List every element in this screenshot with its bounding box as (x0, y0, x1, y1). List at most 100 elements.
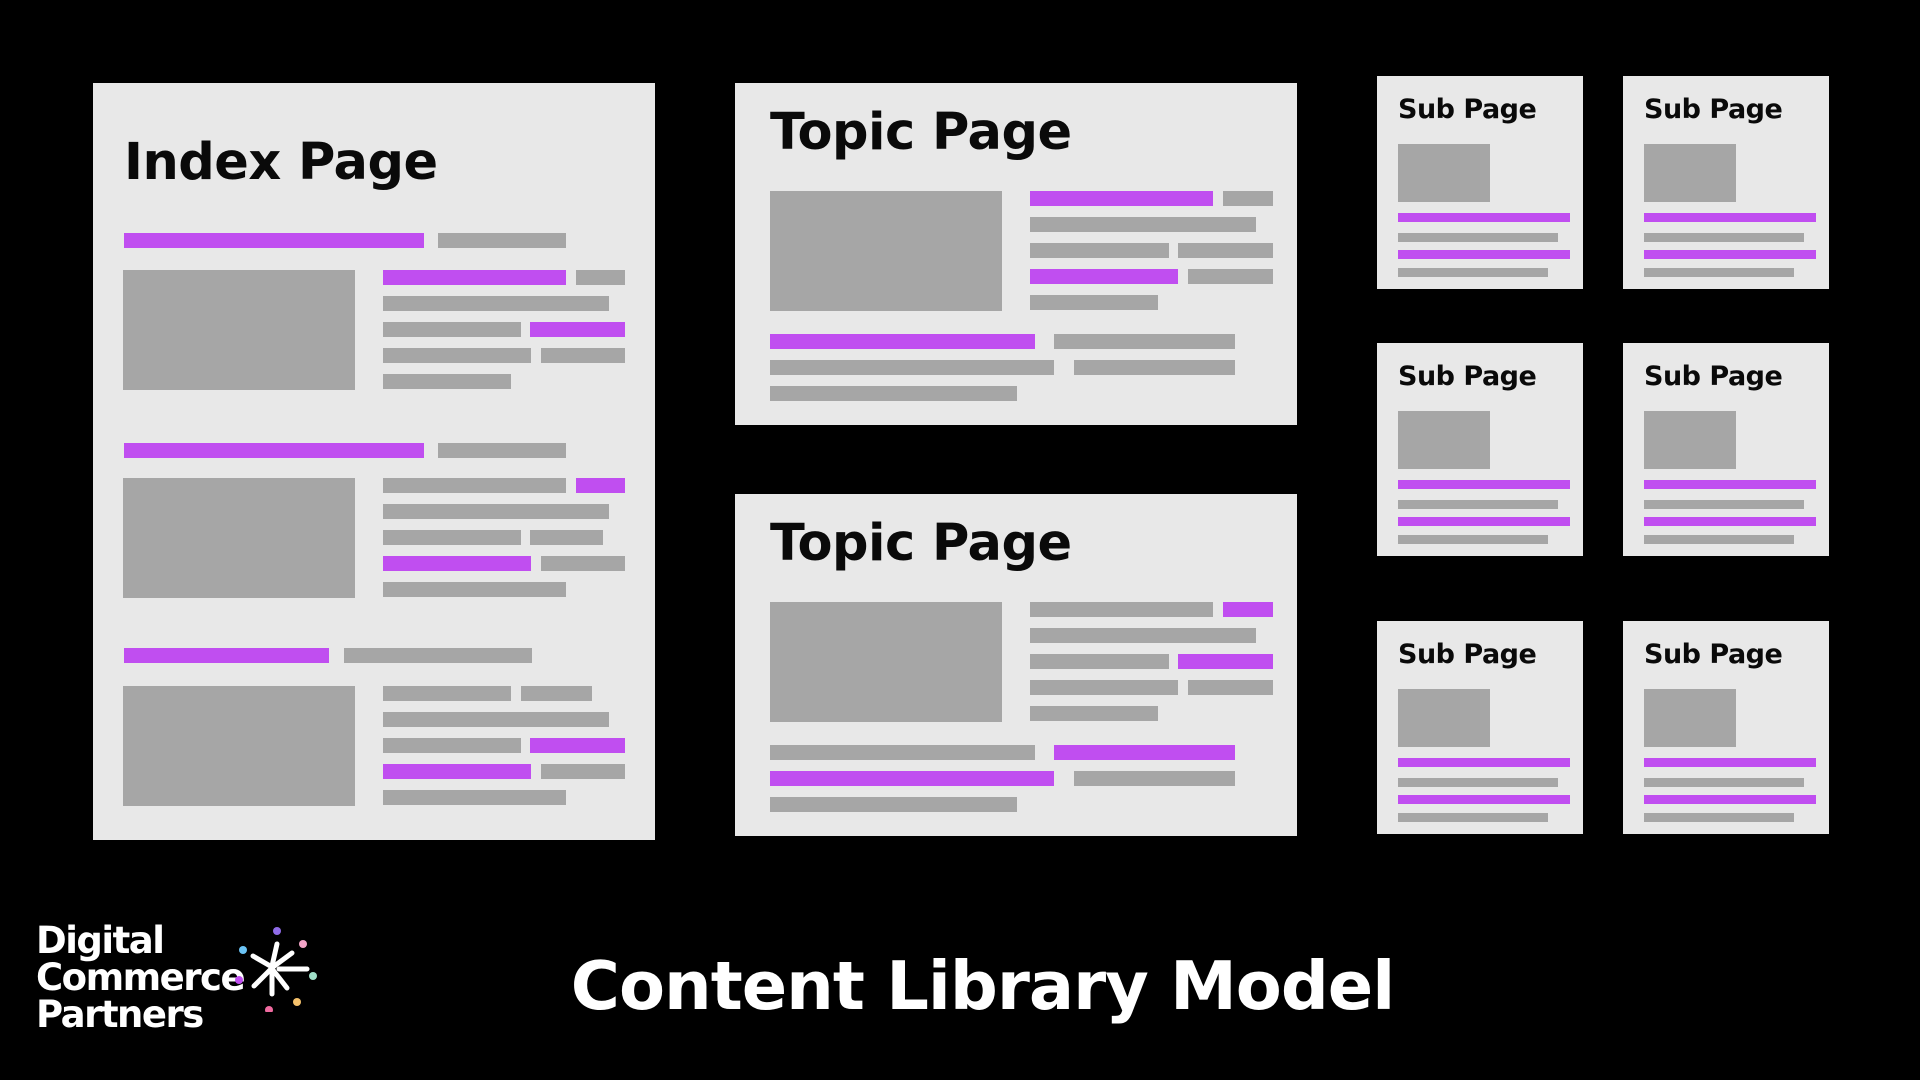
image-placeholder (123, 270, 355, 390)
image-placeholder (770, 191, 1002, 311)
text-line-accent (383, 764, 531, 779)
index-page-title: Index Page (124, 133, 438, 192)
text-line (383, 322, 521, 337)
diagram-title: Content Library Model (570, 947, 1395, 1025)
text-line-accent (1644, 758, 1816, 767)
text-line (1030, 628, 1256, 643)
topic-page-card: Topic Page (735, 494, 1297, 836)
text-line-accent (1644, 250, 1816, 259)
text-line (383, 348, 531, 363)
text-line (383, 582, 566, 597)
image-placeholder (1644, 411, 1736, 469)
image-placeholder (1644, 144, 1736, 202)
text-line-accent (1644, 517, 1816, 526)
text-line (770, 745, 1035, 760)
text-line-accent (1398, 250, 1570, 259)
text-line-accent (1178, 654, 1273, 669)
text-line (1178, 243, 1273, 258)
image-placeholder (1398, 689, 1490, 747)
text-line-accent (1644, 213, 1816, 222)
text-line-accent (530, 322, 625, 337)
sub-page-title: Sub Page (1398, 361, 1537, 392)
text-line (1644, 813, 1794, 822)
image-placeholder (1398, 411, 1490, 469)
text-line (1398, 268, 1548, 277)
text-line (383, 790, 566, 805)
text-line (1398, 813, 1548, 822)
text-line (383, 374, 511, 389)
text-line (383, 530, 521, 545)
text-line (1644, 233, 1804, 242)
text-line (1030, 680, 1178, 695)
image-placeholder (1644, 689, 1736, 747)
text-line-accent (383, 556, 531, 571)
image-placeholder (1398, 144, 1490, 202)
image-placeholder (770, 602, 1002, 722)
text-line-accent (1054, 745, 1235, 760)
sub-page-card: Sub Page (1623, 76, 1829, 289)
text-line (1030, 295, 1158, 310)
text-line-accent (124, 648, 329, 663)
text-line (438, 443, 566, 458)
logo-line: Digital (36, 919, 165, 962)
text-line (344, 648, 532, 663)
text-line-accent (1398, 213, 1570, 222)
sub-page-card: Sub Page (1377, 343, 1583, 556)
text-line (521, 686, 592, 701)
text-line-accent (1223, 602, 1273, 617)
sub-page-card: Sub Page (1623, 621, 1829, 834)
sub-page-title: Sub Page (1644, 94, 1783, 125)
text-line-accent (124, 233, 424, 248)
text-line (438, 233, 566, 248)
logo-line: Partners (36, 993, 204, 1036)
text-line (770, 386, 1017, 401)
text-line-accent (124, 443, 424, 458)
text-line-accent (1398, 795, 1570, 804)
text-line-accent (1398, 758, 1570, 767)
text-line (1030, 243, 1169, 258)
text-line (1030, 706, 1158, 721)
text-line (1223, 191, 1273, 206)
text-line-accent (1030, 191, 1213, 206)
text-line-accent (383, 270, 566, 285)
text-line (530, 530, 603, 545)
text-line (1074, 771, 1235, 786)
text-line (1188, 680, 1273, 695)
text-line (383, 296, 609, 311)
text-line (1398, 500, 1558, 509)
text-line-accent (1644, 480, 1816, 489)
logo-line: Commerce (36, 956, 246, 999)
text-line-accent (1398, 480, 1570, 489)
text-line (383, 686, 511, 701)
sub-page-card: Sub Page (1377, 76, 1583, 289)
text-line (770, 360, 1054, 375)
topic-page-card: Topic Page (735, 83, 1297, 425)
text-line (1030, 602, 1213, 617)
text-line (1054, 334, 1235, 349)
text-line (1644, 535, 1794, 544)
sub-page-card: Sub Page (1623, 343, 1829, 556)
text-line-accent (1030, 269, 1178, 284)
text-line (383, 478, 566, 493)
image-placeholder (123, 478, 355, 598)
sub-page-title: Sub Page (1644, 639, 1783, 670)
text-line (1644, 500, 1804, 509)
company-logo: Digital Commerce Partners (36, 922, 326, 1042)
text-line (541, 348, 625, 363)
text-line-accent (770, 334, 1035, 349)
text-line-accent (1398, 517, 1570, 526)
sub-page-title: Sub Page (1398, 639, 1537, 670)
sparkle-icon (235, 927, 317, 1012)
index-page-card: Index Page (93, 83, 655, 840)
text-line-accent (770, 771, 1054, 786)
text-line (541, 556, 625, 571)
topic-page-title: Topic Page (770, 103, 1072, 162)
logo-wordmark: Digital Commerce Partners (36, 919, 246, 1036)
sub-page-card: Sub Page (1377, 621, 1583, 834)
text-line (1398, 778, 1558, 787)
text-line (576, 270, 625, 285)
text-line (383, 738, 521, 753)
text-line-accent (1644, 795, 1816, 804)
sub-page-title: Sub Page (1398, 94, 1537, 125)
topic-page-title: Topic Page (770, 514, 1072, 573)
